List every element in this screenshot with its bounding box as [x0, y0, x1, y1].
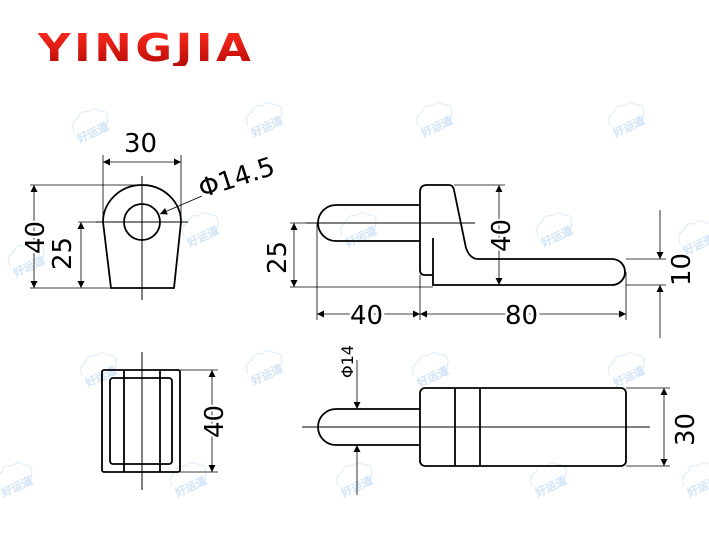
top-body-width-dim: 30	[671, 413, 701, 446]
side-pin-length-dim: 40	[350, 301, 383, 331]
front-center-height-dim: 25	[48, 237, 78, 270]
front-height-dim: 40	[21, 221, 51, 254]
yingjia-logo: YINGJIA	[38, 26, 255, 70]
front-view	[30, 155, 203, 300]
front-width-dim: 30	[124, 129, 157, 159]
side-view	[290, 184, 666, 338]
top-view	[302, 360, 670, 495]
side-arm-thickness-dim: 10	[667, 253, 697, 286]
side-body-height-dim: 40	[487, 219, 517, 252]
front-hole-dim: Φ14.5	[195, 152, 279, 205]
side-pin-height-dim: 25	[263, 241, 293, 274]
bottom-left-view	[101, 352, 218, 490]
side-arm-length-dim: 80	[505, 301, 538, 331]
bottom-left-height-dim: 40	[200, 405, 230, 438]
top-pin-diameter-dim: Φ14	[338, 345, 357, 378]
